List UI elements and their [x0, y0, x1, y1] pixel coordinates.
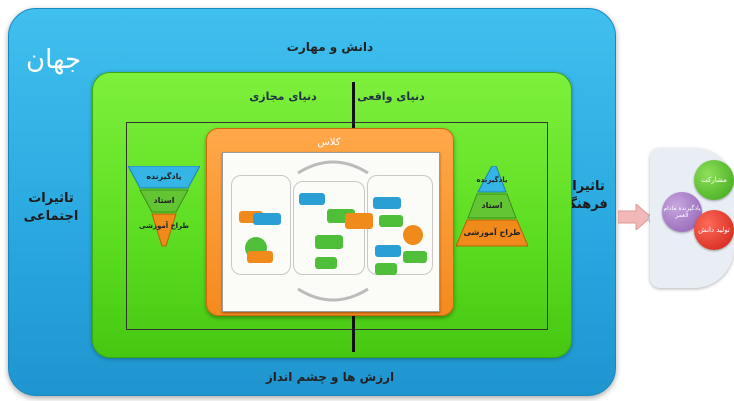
cycle-arrow-top: [297, 160, 369, 175]
diagram-node: [403, 251, 427, 263]
social-impacts-label: تاثیرات اجتماعی: [23, 191, 79, 224]
diagram-node: [315, 235, 343, 249]
left-pyramid-label-1: یادگیرنده: [146, 172, 182, 181]
diagram-node: [373, 197, 401, 209]
diagram-node: [375, 245, 401, 257]
real-world-label: دنیای واقعی: [357, 90, 425, 103]
diagram-node: [253, 213, 281, 225]
knowledge-skills-label: دانش و مهارت: [286, 40, 374, 54]
values-vision-label: ارزش ها و چشم انداز: [265, 370, 395, 384]
diagram-node: [299, 193, 325, 205]
virtual-world-label: دنیای مجازی: [249, 90, 317, 103]
right-pyramid-label-3: طراح آموزشی: [463, 228, 521, 237]
left-pyramid-tier-3: [151, 213, 177, 247]
diagram-node: [375, 263, 397, 275]
left-pyramid-tier-1: [128, 166, 200, 189]
diagram-node: [379, 215, 403, 227]
left-pyramid-tier-2: [139, 189, 189, 213]
left-pyramid: [128, 166, 200, 247]
right-pyramid-label-2: استاد: [481, 201, 503, 210]
world-title: جهان: [26, 45, 82, 75]
right-pyramid-tier-3: [456, 219, 528, 247]
left-pyramid-label-3: طراح آموزشی: [139, 222, 189, 230]
class-label: کلاس: [317, 137, 341, 148]
right-pyramid-tier-1: [477, 166, 507, 193]
left-pyramid-label-2: استاد: [153, 196, 175, 205]
right-pyramid-label-1: یادگیرنده: [476, 176, 508, 184]
diagram-node: [315, 257, 337, 269]
diagram-node: [403, 225, 423, 245]
cycle-arrow-bottom: [297, 287, 369, 302]
right-pyramid: [456, 166, 528, 247]
inner-outline: [126, 122, 548, 330]
venn-participation: مشارکت: [694, 160, 734, 200]
diagram-node: [345, 213, 373, 229]
outcome-arrow-icon: [618, 204, 652, 230]
diagram-zone: [231, 175, 291, 275]
diagram-node: [247, 251, 273, 263]
venn-knowledge-production: تولید دانش: [694, 210, 734, 250]
right-pyramid-tier-2: [467, 193, 517, 219]
class-diagram-thumbnail: [222, 152, 440, 312]
